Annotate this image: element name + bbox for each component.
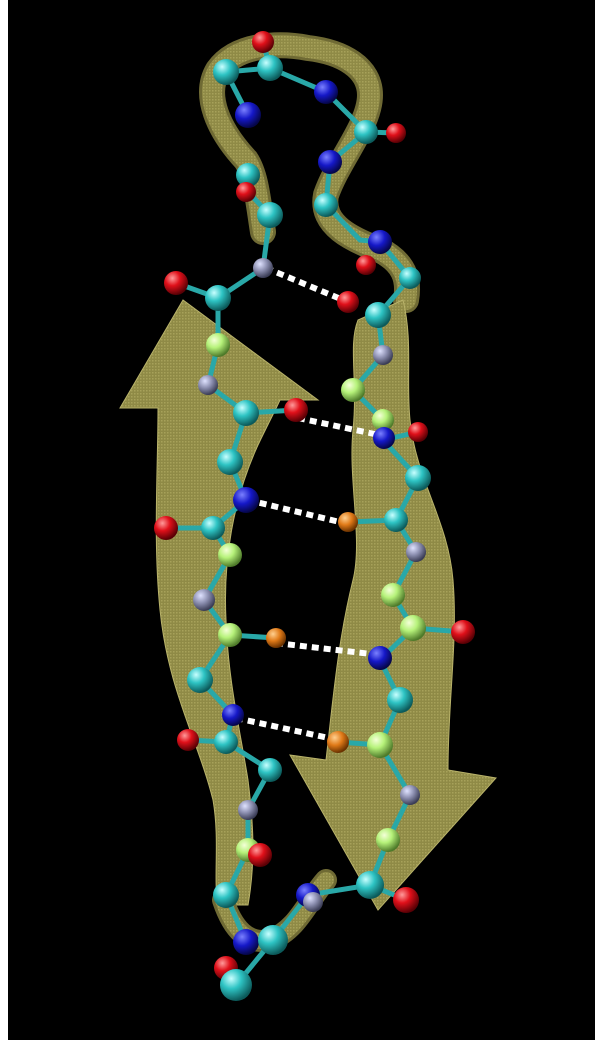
pale-atom-atom-38 [406,542,426,562]
oxygen-atom-1 [252,31,274,53]
carbon-atom-3 [257,55,283,81]
oxygen-atom-60 [393,887,419,913]
oxygen-atom-50 [177,729,199,751]
hbond-1 [264,265,350,305]
carbon-light-atom-21 [206,333,230,357]
oxygen-atom-34 [154,516,178,540]
carbon-atom-46 [187,667,213,693]
pale-atom-atom-39 [193,589,215,611]
hydrogen-bonds [235,265,385,743]
carbon-atom-25 [233,400,259,426]
carbon-atom-9 [236,163,260,187]
nitrogen-atom-32 [233,487,259,513]
oxygen-atom-17 [164,271,188,295]
pale-atom-atom-55 [238,800,258,820]
oxygen-atom-29 [408,422,428,442]
carbon-light-atom-24 [341,378,365,402]
carbon-atom-65 [258,925,288,955]
oxygen-atom-58 [248,843,272,867]
nitrogen-atom-8 [318,150,342,174]
carbon-atom-15 [399,267,421,289]
molecule-scene [8,0,595,1040]
atoms [154,31,475,1001]
carbon-atom-18 [205,285,231,311]
molecule-render [119,31,497,1001]
carbon-atom-47 [387,687,413,713]
pale-atom-atom-54 [400,785,420,805]
carbon-light-atom-37 [218,543,242,567]
carbon-atom-20 [365,302,391,328]
oxygen-atom-19 [337,291,359,313]
oxygen-atom-26 [284,398,308,422]
nitrogen-atom-45 [368,646,392,670]
carbon-atom-36 [384,508,408,532]
carbon-atom-63 [213,882,239,908]
hbond-2 [297,415,385,439]
carbon-light-atom-27 [372,409,394,431]
carbon-light-atom-43 [400,615,426,641]
pale-atom-atom-23 [198,375,218,395]
carbon-atom-30 [217,449,243,475]
nitrogen-atom-5 [235,102,261,128]
nitrogen-atom-64 [233,929,259,955]
nitrogen-atom-28 [373,427,395,449]
carbon-atom-67 [220,969,252,1001]
carbon-atom-2 [213,59,239,85]
carbon-atom-12 [257,202,283,228]
oxygen-atom-7 [386,123,406,143]
orange-atom-atom-35 [338,512,358,532]
carbon-atom-31 [405,465,431,491]
carbon-light-atom-56 [376,828,400,852]
nitrogen-atom-13 [368,230,392,254]
orange-atom-atom-51 [327,731,349,753]
carbon-light-atom-52 [367,732,393,758]
oxygen-atom-14 [356,255,376,275]
oxygen-atom-44 [451,620,475,644]
hbond-4 [275,640,381,658]
hbond-5 [235,715,339,743]
pale-atom-atom-22 [373,345,393,365]
carbon-atom-49 [214,730,238,754]
pale-atom-atom-62 [303,892,323,912]
orange-atom-atom-42 [266,628,286,648]
hbond-3 [247,497,349,527]
carbon-light-atom-40 [381,583,405,607]
carbon-light-atom-41 [218,623,242,647]
pale-atom-atom-16 [253,258,273,278]
carbon-atom-33 [201,516,225,540]
carbon-atom-53 [258,758,282,782]
nitrogen-atom-4 [314,80,338,104]
carbon-atom-6 [354,120,378,144]
carbon-atom-59 [356,871,384,899]
oxygen-atom-10 [236,182,256,202]
nitrogen-atom-48 [222,704,244,726]
carbon-atom-11 [314,193,338,217]
